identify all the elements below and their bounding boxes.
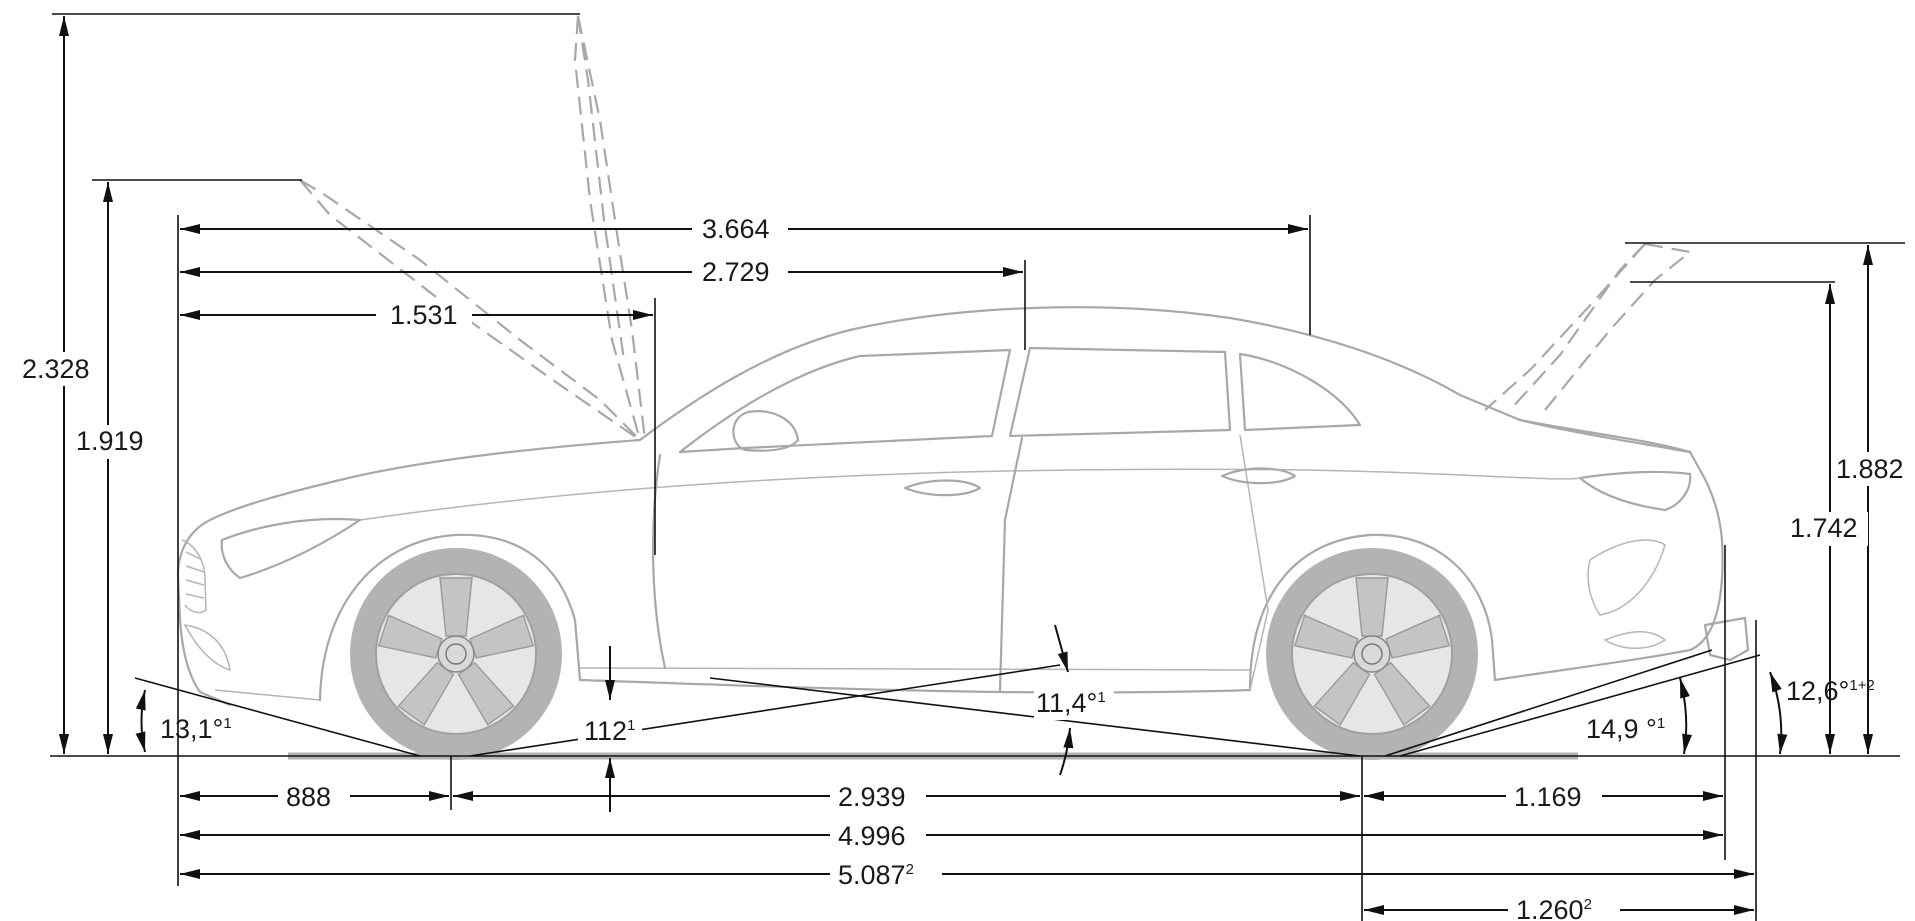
body-outline <box>176 306 1724 707</box>
tow-hitch <box>1703 616 1750 662</box>
label-ramp-angle: 11,4°1 <box>1036 688 1106 718</box>
label-departure-angle-hitch: 12,6°1+2 <box>1786 676 1875 706</box>
label-ground-clearance: 1121 <box>584 716 635 746</box>
label-overall-length-hitch: 5.0872 <box>838 860 914 890</box>
label-overall-height-hood-open: 2.328 <box>22 354 90 384</box>
label-wheelbase: 2.939 <box>838 782 906 812</box>
label-front-to-b-pillar: 2.729 <box>702 257 770 287</box>
dimension-labels: 2.328 1.919 3.664 2.729 1.531 1.882 1.74… <box>18 213 1914 921</box>
label-height-hood-tip: 1.919 <box>76 426 144 456</box>
label-departure-angle: 14,9 °1 <box>1586 714 1665 744</box>
vehicle-illustration <box>176 15 1750 760</box>
label-front-overhang: 888 <box>286 782 331 812</box>
label-approach-angle: 13,1°1 <box>160 714 232 744</box>
label-trunk-open-height-2: 1.882 <box>1836 454 1904 484</box>
front-wheel <box>350 548 562 760</box>
open-trunk-outline <box>1484 242 1693 411</box>
label-rear-overhang-hitch: 1.2602 <box>1516 895 1592 921</box>
rear-wheel <box>1266 548 1478 760</box>
rear-rim-spokes <box>1293 577 1451 726</box>
front-rim-spokes <box>377 577 535 726</box>
label-front-to-windscreen: 1.531 <box>390 300 458 330</box>
label-rear-overhang: 1.169 <box>1514 782 1582 812</box>
open-hood-outline <box>299 15 647 441</box>
label-front-to-rear-roof: 3.664 <box>702 214 770 244</box>
label-trunk-open-height-1: 1.742 <box>1790 513 1858 543</box>
label-overall-length: 4.996 <box>838 821 906 851</box>
